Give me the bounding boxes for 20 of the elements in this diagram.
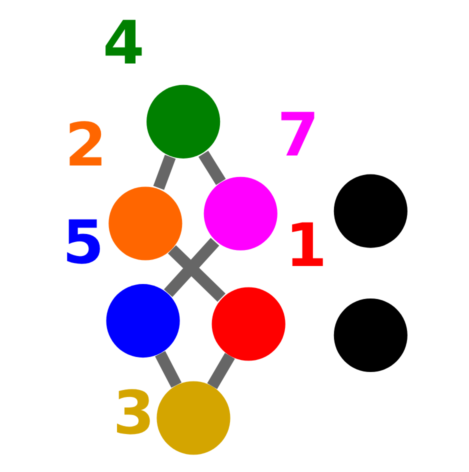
connector (154, 350, 182, 388)
connector (206, 352, 234, 389)
node-label: 4 (102, 9, 144, 78)
connector (167, 244, 225, 302)
node-label: 2 (64, 111, 106, 180)
connector (152, 154, 176, 190)
node-label: 7 (276, 101, 318, 170)
node-label: 5 (62, 208, 104, 278)
connector (163, 237, 219, 297)
node-circle (333, 298, 407, 372)
node-circle (146, 84, 220, 158)
node-circle (106, 284, 180, 358)
node-circle (108, 186, 182, 260)
node-label: 3 (112, 379, 154, 448)
connector (198, 150, 226, 184)
node-circle (203, 176, 277, 250)
node-circle (156, 380, 230, 454)
node-label: 1 (284, 212, 326, 281)
node-circle (211, 286, 285, 360)
node-circle (333, 174, 407, 248)
